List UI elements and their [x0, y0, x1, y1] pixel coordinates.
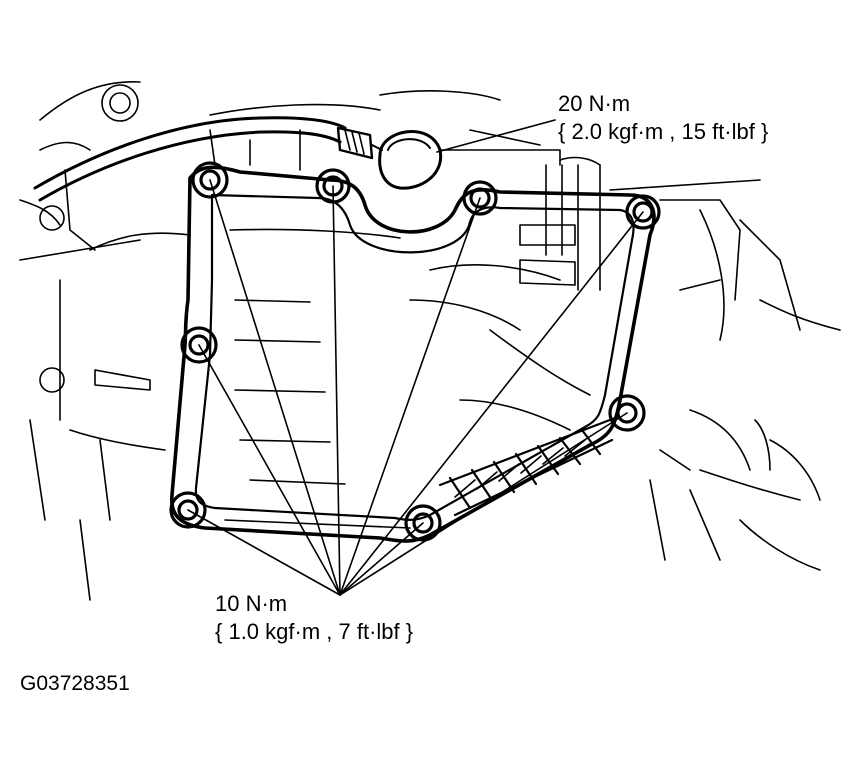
cover-outline: [170, 165, 656, 543]
upper-torque-label: 20 N·m { 2.0 kgf·m , 15 ft·lbf }: [558, 90, 768, 145]
upper-torque-leader: [436, 119, 556, 153]
bolt-top-right-of-sensor: [462, 180, 498, 216]
lower-torque-conversion: { 1.0 kgf·m , 7 ft·lbf }: [215, 618, 414, 644]
bolt-bottom-center: [404, 504, 442, 542]
sensor-bolt: [371, 130, 443, 190]
wire-harness: [33, 116, 374, 202]
upper-torque-value: 20 N·m: [558, 91, 631, 116]
upper-torque-conversion: { 2.0 kgf·m , 15 ft·lbf }: [558, 118, 769, 144]
bolt-top-left: [191, 161, 229, 199]
engine-block-background: [19, 81, 841, 601]
cover-surface-details: [224, 228, 591, 529]
lower-torque-leaders: [187, 179, 644, 596]
bolt-top-right: [625, 194, 661, 230]
lower-torque-value: 10 N·m: [215, 591, 288, 616]
lower-torque-label: 10 N·m { 1.0 kgf·m , 7 ft·lbf }: [215, 590, 413, 645]
figure-code: G03728351: [20, 672, 130, 695]
bolt-right-middle: [608, 394, 646, 432]
cover-ribs: [438, 416, 617, 517]
bolt-bottom-left: [169, 491, 207, 529]
bolt-left-middle: [180, 326, 218, 364]
cover-bolts: [169, 161, 661, 542]
